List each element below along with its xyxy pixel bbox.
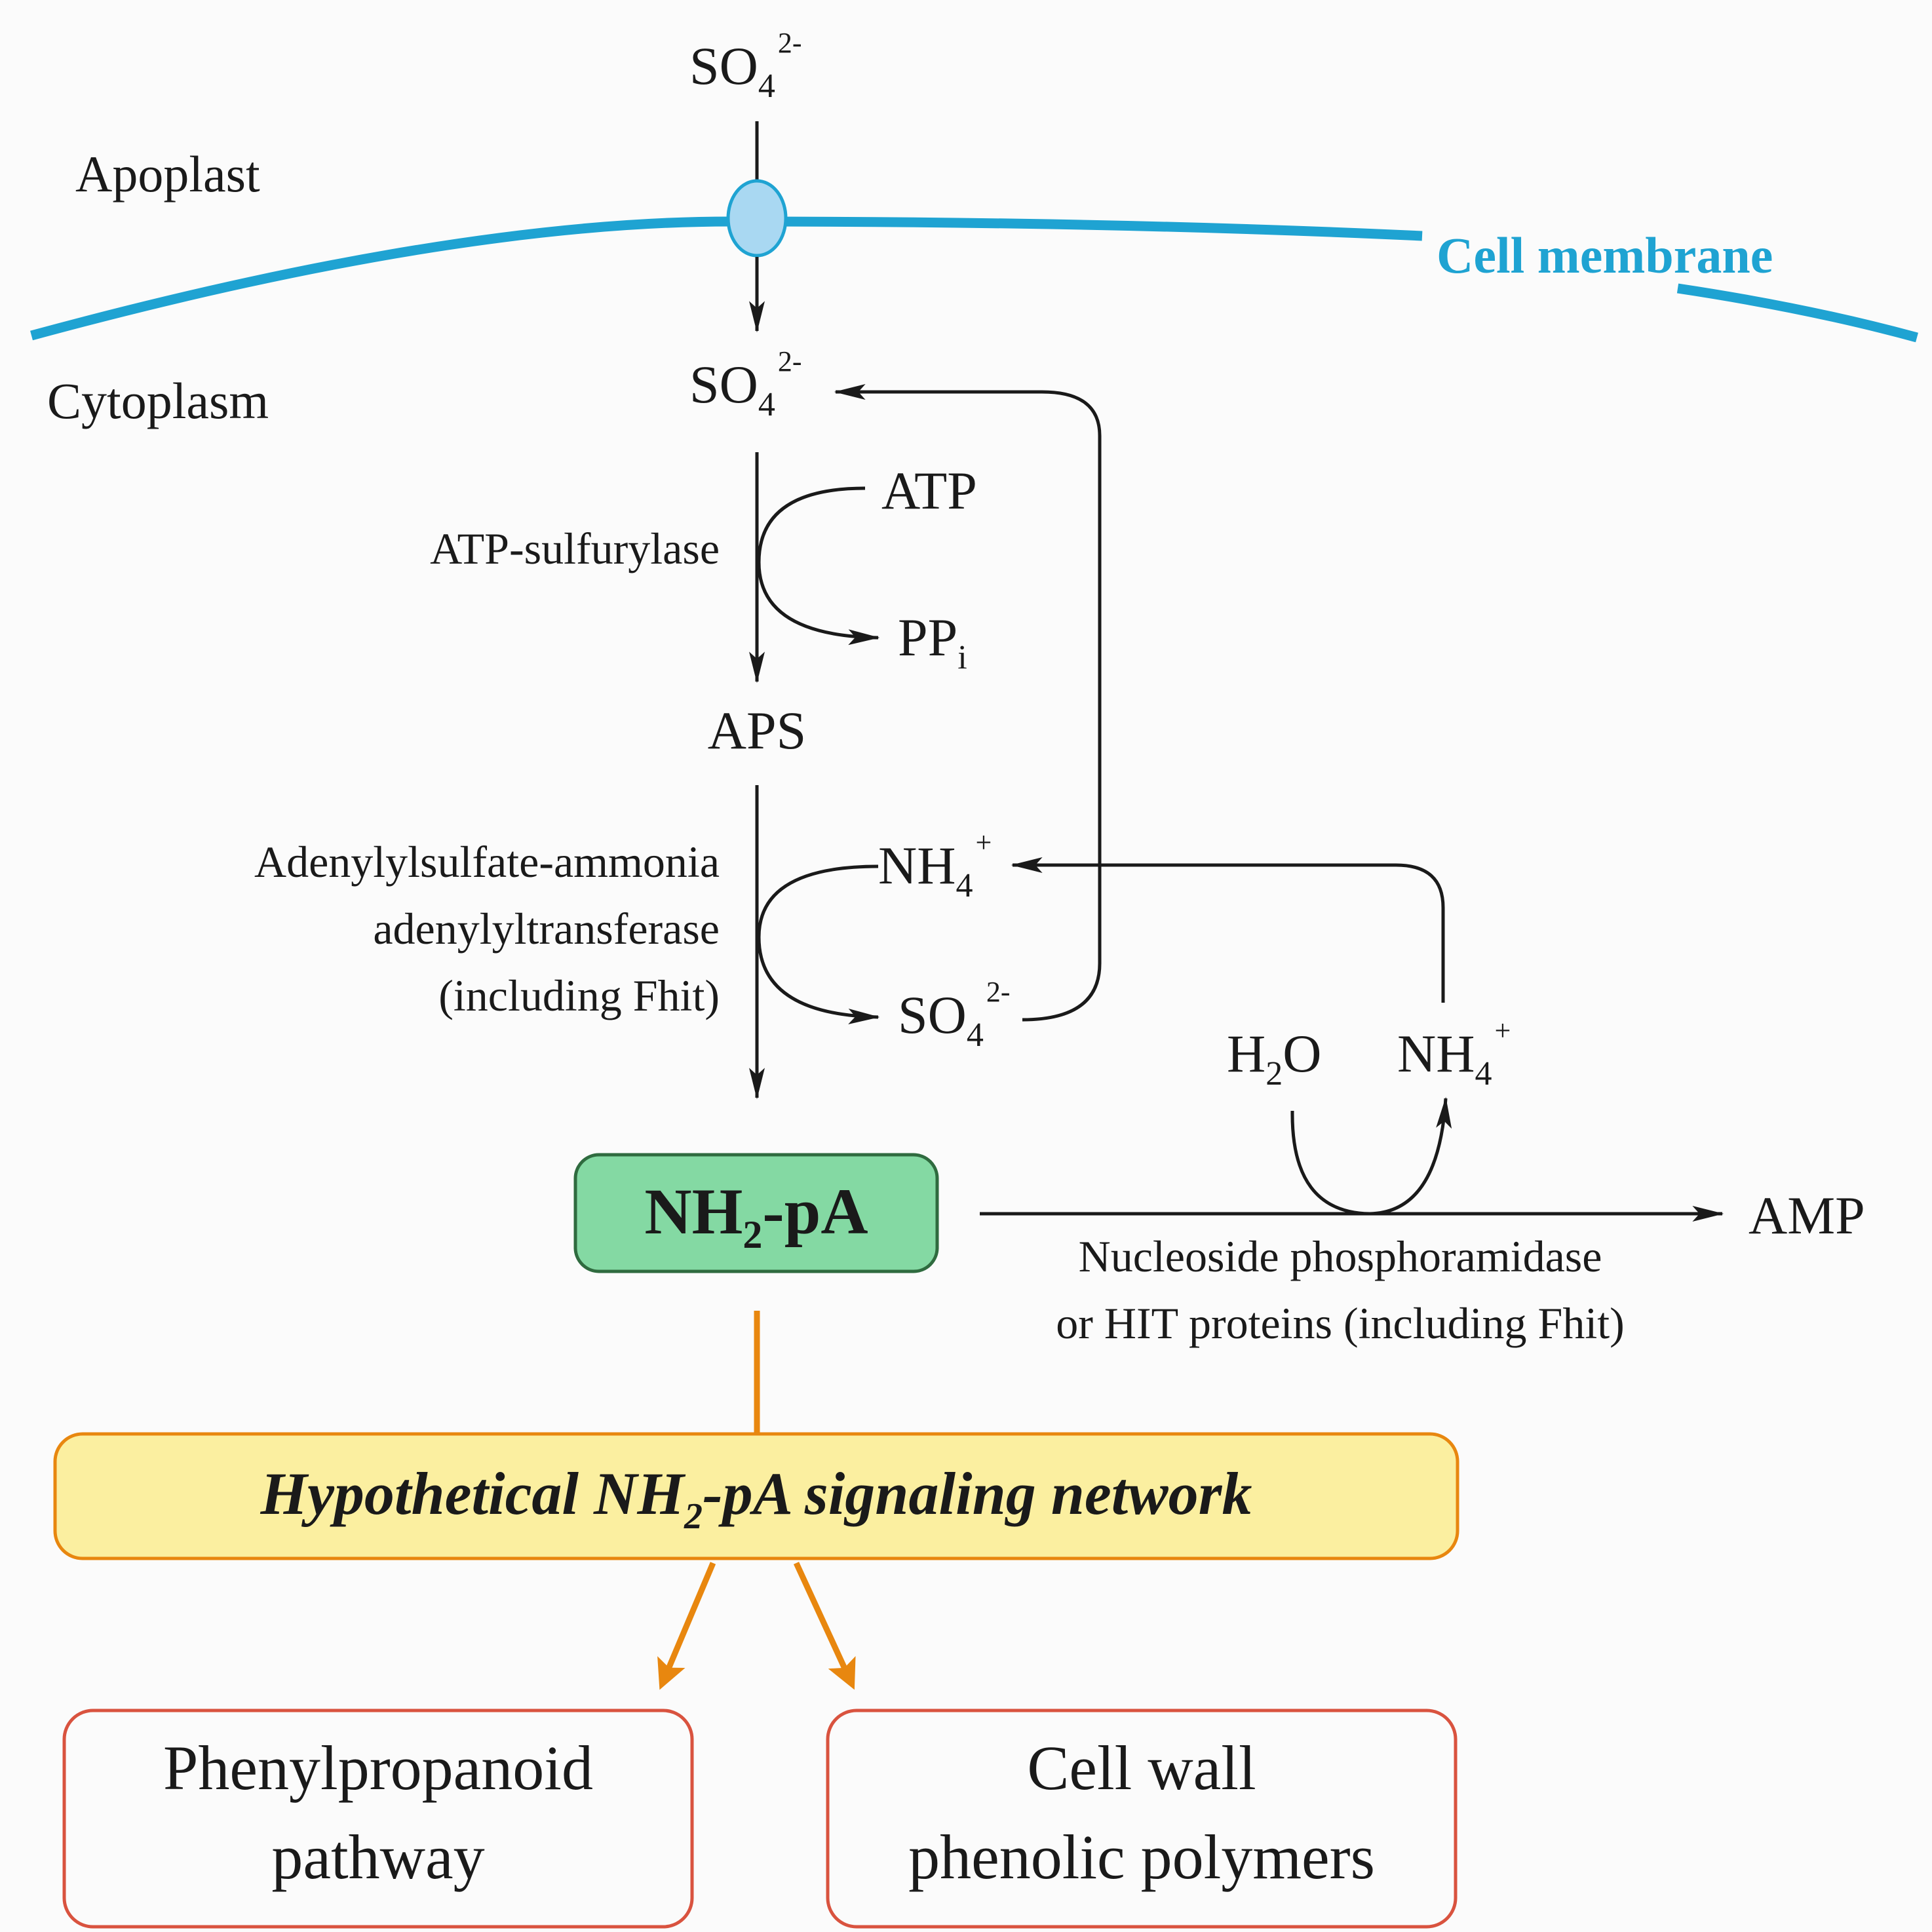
sulfate-transporter <box>726 179 788 258</box>
ammonium-released: NH4+ <box>1397 1014 1511 1092</box>
transferase-label-line1: Adenylylsulfate-ammonia <box>254 837 720 887</box>
ppi-label: PPi <box>898 608 967 676</box>
water-label: H2O <box>1227 1024 1321 1092</box>
hydrolase-label-line1: Nucleoside phosphoramidase <box>1079 1231 1602 1281</box>
sulfate-cytoplasm: SO42- <box>689 345 802 423</box>
transferase-label-line2: adenylyltransferase <box>373 904 720 954</box>
cell-wall-line2: phenolic polymers <box>908 1822 1375 1892</box>
arrow-to-cell-wall <box>793 1562 856 1690</box>
transferase-label-line3: (including Fhit) <box>438 971 720 1020</box>
sulfate-released: SO42- <box>898 976 1010 1054</box>
signaling-network-box <box>53 1432 1459 1560</box>
aps-label: APS <box>708 701 806 760</box>
h2o-nh4-curve <box>1290 1096 1452 1216</box>
sulfate-apoplast: SO42- <box>689 27 802 105</box>
apoplast-label: Apoplast <box>75 145 260 203</box>
ammonium-recycle-arrow <box>1011 857 1445 1003</box>
hydrolase-label-line2: or HIT proteins (including Fhit) <box>1056 1298 1625 1348</box>
cell-wall-box <box>826 1709 1458 1929</box>
cytoplasm-label: Cytoplasm <box>47 372 269 429</box>
arrow-to-phenylpropanoid <box>657 1562 716 1690</box>
signaling-network-label: Hypothetical NH2-pA signaling network <box>260 1460 1252 1537</box>
nh4-so4-curve <box>757 864 880 1024</box>
atp-sulfurylase-label: ATP-sulfurylase <box>430 524 720 573</box>
phenylpropanoid-line1: Phenylpropanoid <box>163 1733 593 1803</box>
phenylpropanoid-line2: pathway <box>271 1822 484 1892</box>
nh2pa-label: NH2-pA <box>644 1175 868 1256</box>
atp-label: ATP <box>881 461 977 520</box>
cell-membrane-right <box>1676 283 1918 343</box>
amp-label: AMP <box>1748 1186 1865 1245</box>
atp-ppi-curve <box>757 486 880 646</box>
phenylpropanoid-box <box>62 1709 694 1929</box>
cell-membrane-label: Cell membrane <box>1437 227 1773 284</box>
sulfate-recycle-arrow <box>834 384 1102 1022</box>
cell-wall-line1: Cell wall <box>1027 1733 1256 1803</box>
nh2pa-node <box>573 1153 939 1273</box>
ammonium-cytoplasm: NH4+ <box>878 826 992 904</box>
cell-membrane <box>30 216 1423 341</box>
